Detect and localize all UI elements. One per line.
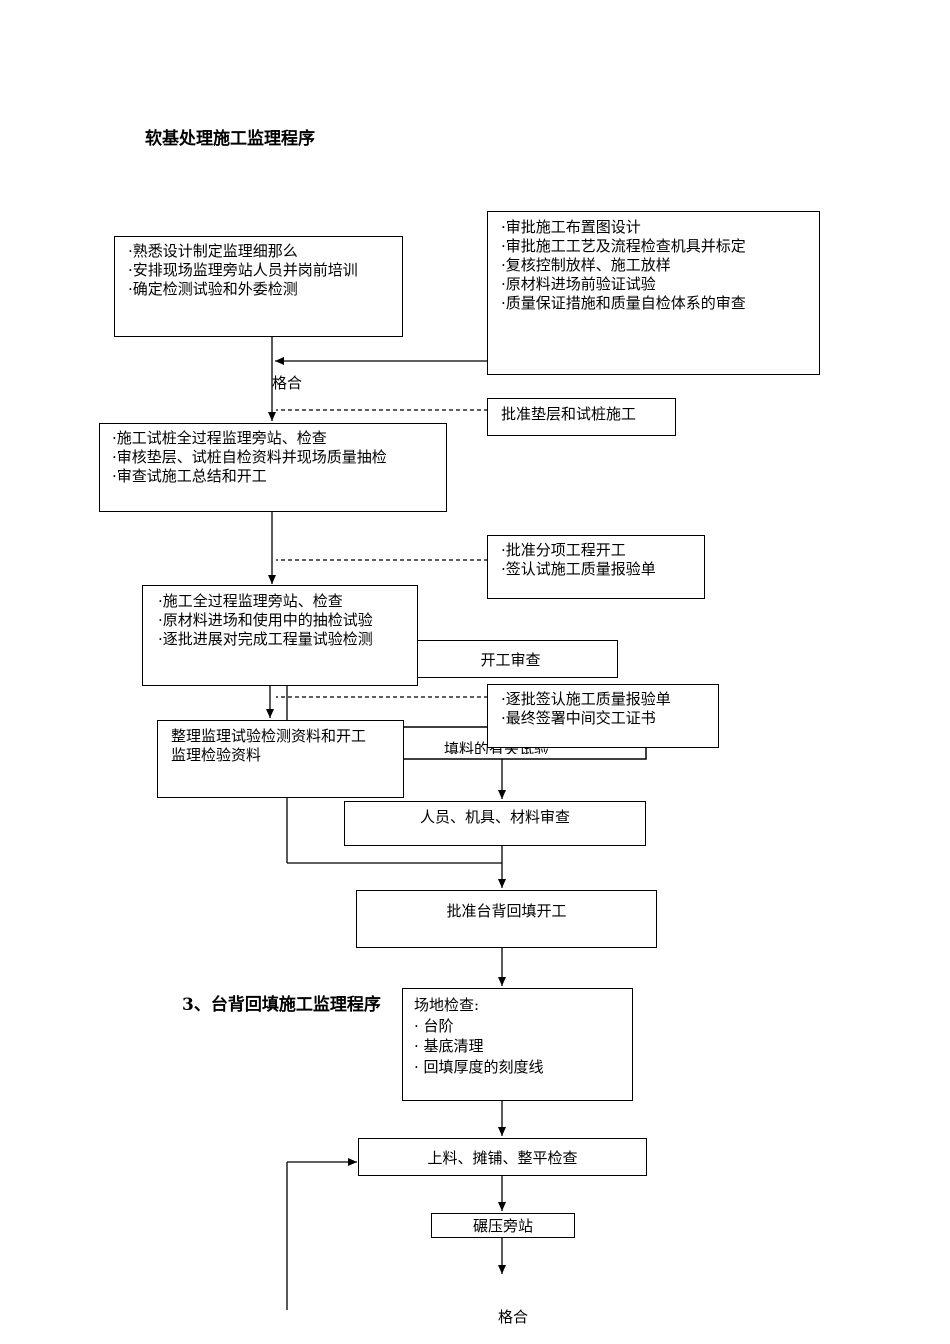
site-check-line-2: · 台阶 [414, 1016, 454, 1035]
approve-backfill-text: 批准台背回填开工 [446, 902, 567, 920]
approve-trial-text: 批准垫层和试桩施工 [501, 405, 637, 423]
review-line-1: ·审批施工布置图设计 [501, 218, 641, 236]
review-line-3: ·复核控制放样、施工放样 [501, 256, 671, 274]
start-review-text: 开工审查 [480, 651, 541, 669]
sign-batch-line-1: ·逐批签认施工质量报验单 [501, 690, 671, 708]
spread-box: 上料、摊铺、整平检查 [358, 1138, 647, 1176]
trial-supervise-box: ·施工试桩全过程监理旁站、检查 ·审核垫层、试桩自检资料并现场质量抽检 ·审查试… [99, 423, 447, 512]
approve-sub-box: ·批准分项工程开工 ·签认试施工质量报验单 [487, 535, 705, 599]
full-supervise-box: ·施工全过程监理旁站、检查 ·原材料进场和使用中的抽检试验 ·逐批进展对完成工程… [142, 585, 418, 686]
trial-line-2: ·审核垫层、试桩自检资料并现场质量抽检 [112, 448, 387, 466]
review-line-4: ·原材料进场前验证试验 [501, 275, 656, 293]
pass-label-2: 格合 [498, 1308, 529, 1326]
prep-line-2: ·安排现场监理旁站人员并岗前培训 [128, 261, 358, 279]
trial-line-3: ·审查试施工总结和开工 [112, 467, 267, 485]
section3-title: 3、台背回填施工监理程序 [182, 995, 381, 1015]
sign-batch-line-2: ·最终签署中间交工证书 [501, 709, 656, 727]
organize-box: 整理监理试验检测资料和开工 监理检验资料 [157, 720, 404, 798]
approve-trial-box: 批准垫层和试桩施工 [487, 398, 676, 436]
site-check-line-4: · 回填厚度的刻度线 [414, 1057, 544, 1076]
people-text: 人员、机具、材料审查 [419, 808, 570, 826]
organize-line-2: 监理检验资料 [171, 746, 262, 764]
full-line-3: ·逐批进展对完成工程量试验检测 [158, 630, 373, 648]
site-check-box: 场地检查: · 台阶 · 基底清理 · 回填厚度的刻度线 [402, 988, 633, 1101]
compact-text: 碾压旁站 [472, 1217, 533, 1235]
people-box: 人员、机具、材料审查 [344, 801, 646, 846]
site-check-line-3: · 基底清理 [414, 1037, 484, 1055]
review-box: ·审批施工布置图设计 ·审批施工工艺及流程检查机具并标定 ·复核控制放样、施工放… [487, 211, 820, 375]
review-line-5: ·质量保证措施和质量自检体系的审查 [501, 294, 746, 312]
prep-line-3: ·确定检测试验和外委检测 [128, 280, 298, 298]
site-check-line-1: 场地检查: [414, 996, 480, 1014]
approve-sub-line-1: ·批准分项工程开工 [501, 541, 626, 559]
full-line-1: ·施工全过程监理旁站、检查 [158, 592, 343, 610]
review-line-2: ·审批施工工艺及流程检查机具并标定 [501, 237, 746, 255]
start-review-box: 开工审查 [403, 640, 618, 678]
spread-text: 上料、摊铺、整平检查 [427, 1149, 578, 1167]
main-title: 软基处理施工监理程序 [145, 129, 315, 149]
organize-line-1: 整理监理试验检测资料和开工 [171, 727, 367, 745]
compact-box: 碾压旁站 [431, 1213, 575, 1238]
pass-label-1: 格合 [272, 374, 303, 392]
trial-line-1: ·施工试桩全过程监理旁站、检查 [112, 429, 327, 447]
prep-box: ·熟悉设计制定监理细那么 ·安排现场监理旁站人员并岗前培训 ·确定检测试验和外委… [114, 236, 403, 337]
sign-batch-box: ·逐批签认施工质量报验单 ·最终签署中间交工证书 [487, 684, 719, 748]
full-line-2: ·原材料进场和使用中的抽检试验 [158, 611, 373, 629]
approve-sub-line-2: ·签认试施工质量报验单 [501, 560, 656, 578]
approve-backfill-box: 批准台背回填开工 [356, 890, 657, 948]
prep-line-1: ·熟悉设计制定监理细那么 [128, 242, 298, 260]
